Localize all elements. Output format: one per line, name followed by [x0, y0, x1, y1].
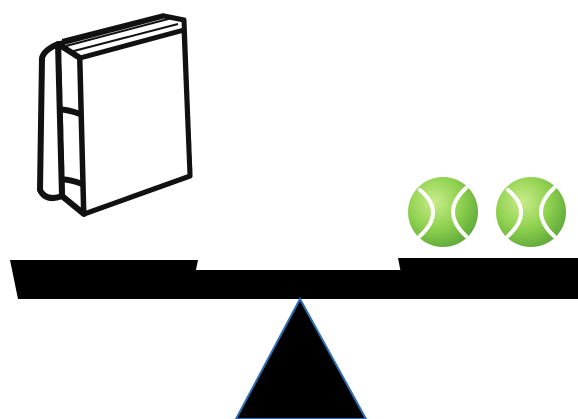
book-icon [40, 14, 190, 214]
tennis-ball-icon [496, 177, 566, 247]
fulcrum-triangle [236, 299, 366, 419]
seesaw-beam [10, 258, 578, 299]
tennis-ball-icon [408, 177, 478, 247]
